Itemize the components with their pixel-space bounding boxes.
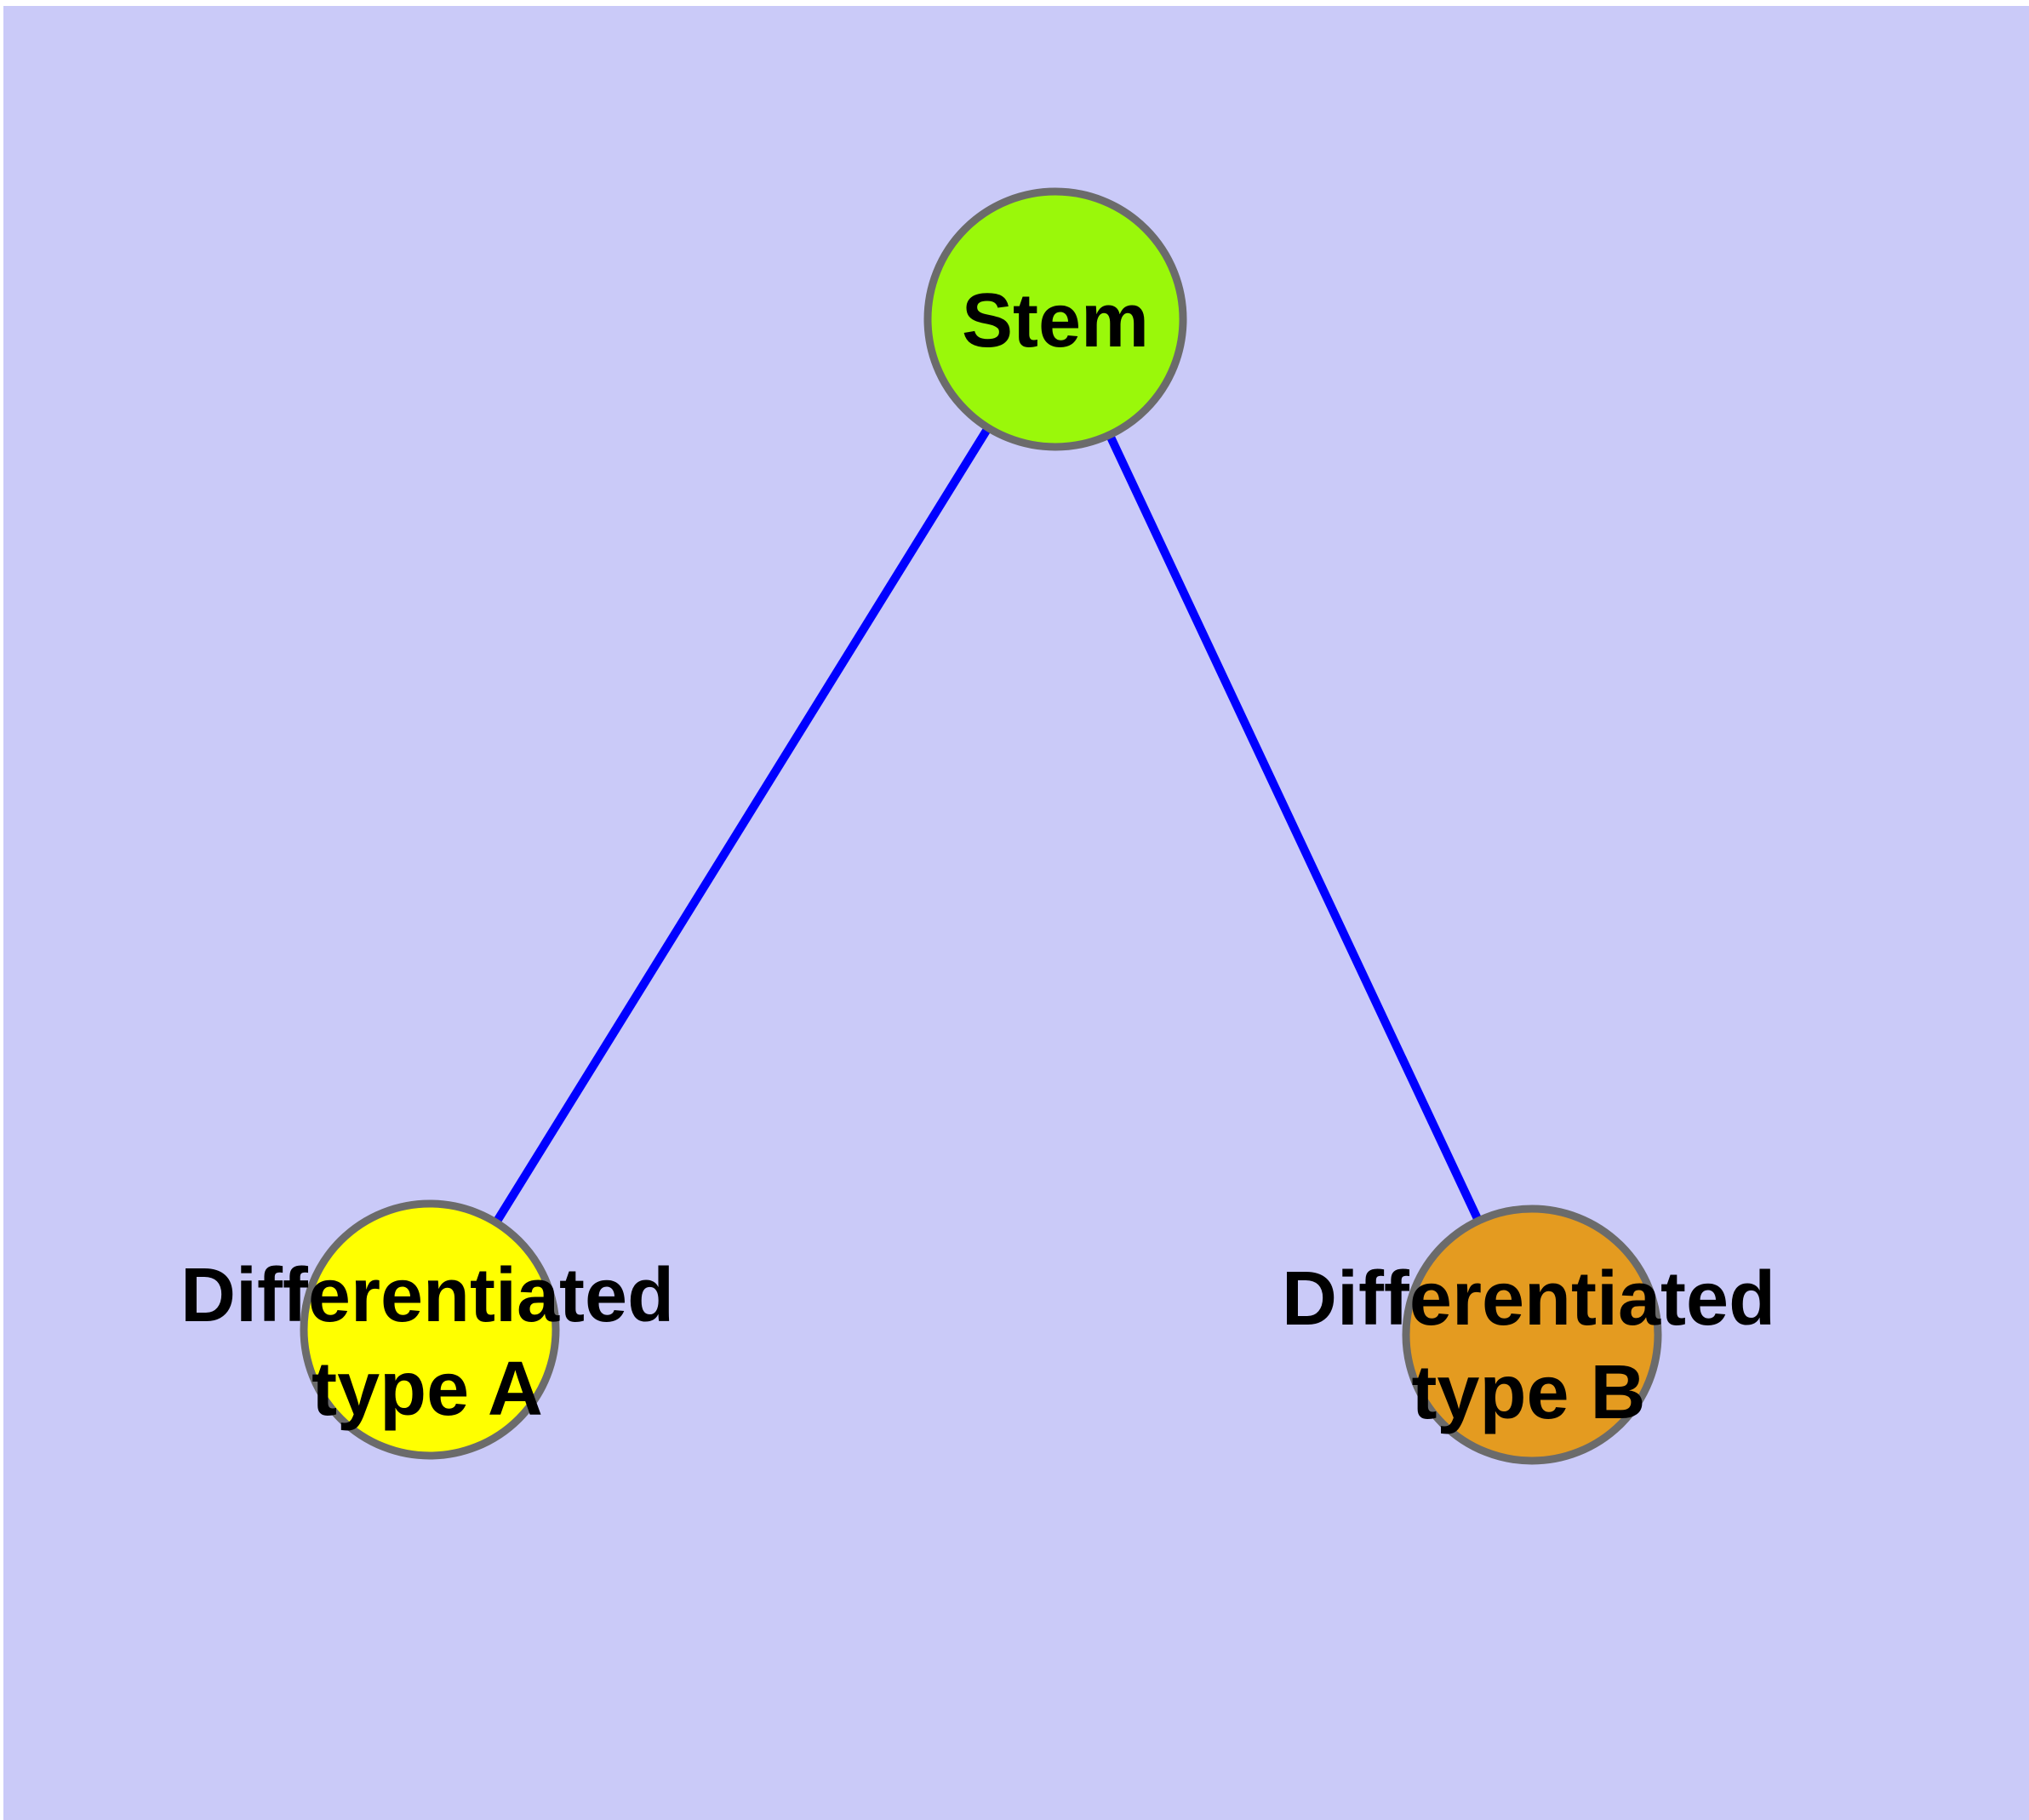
node-diff-a-label: Differentiated type A [180,1253,675,1432]
node-diff-a [300,1199,560,1460]
edge-stem-to-diff-a [426,317,1060,1332]
node-stem [923,187,1187,451]
edge-stem-to-diff-b [1051,317,1536,1337]
node-stem-label: Stem [961,278,1150,364]
node-diff-b [1402,1205,1662,1465]
node-diff-b-label: Differentiated type B [1281,1256,1776,1435]
